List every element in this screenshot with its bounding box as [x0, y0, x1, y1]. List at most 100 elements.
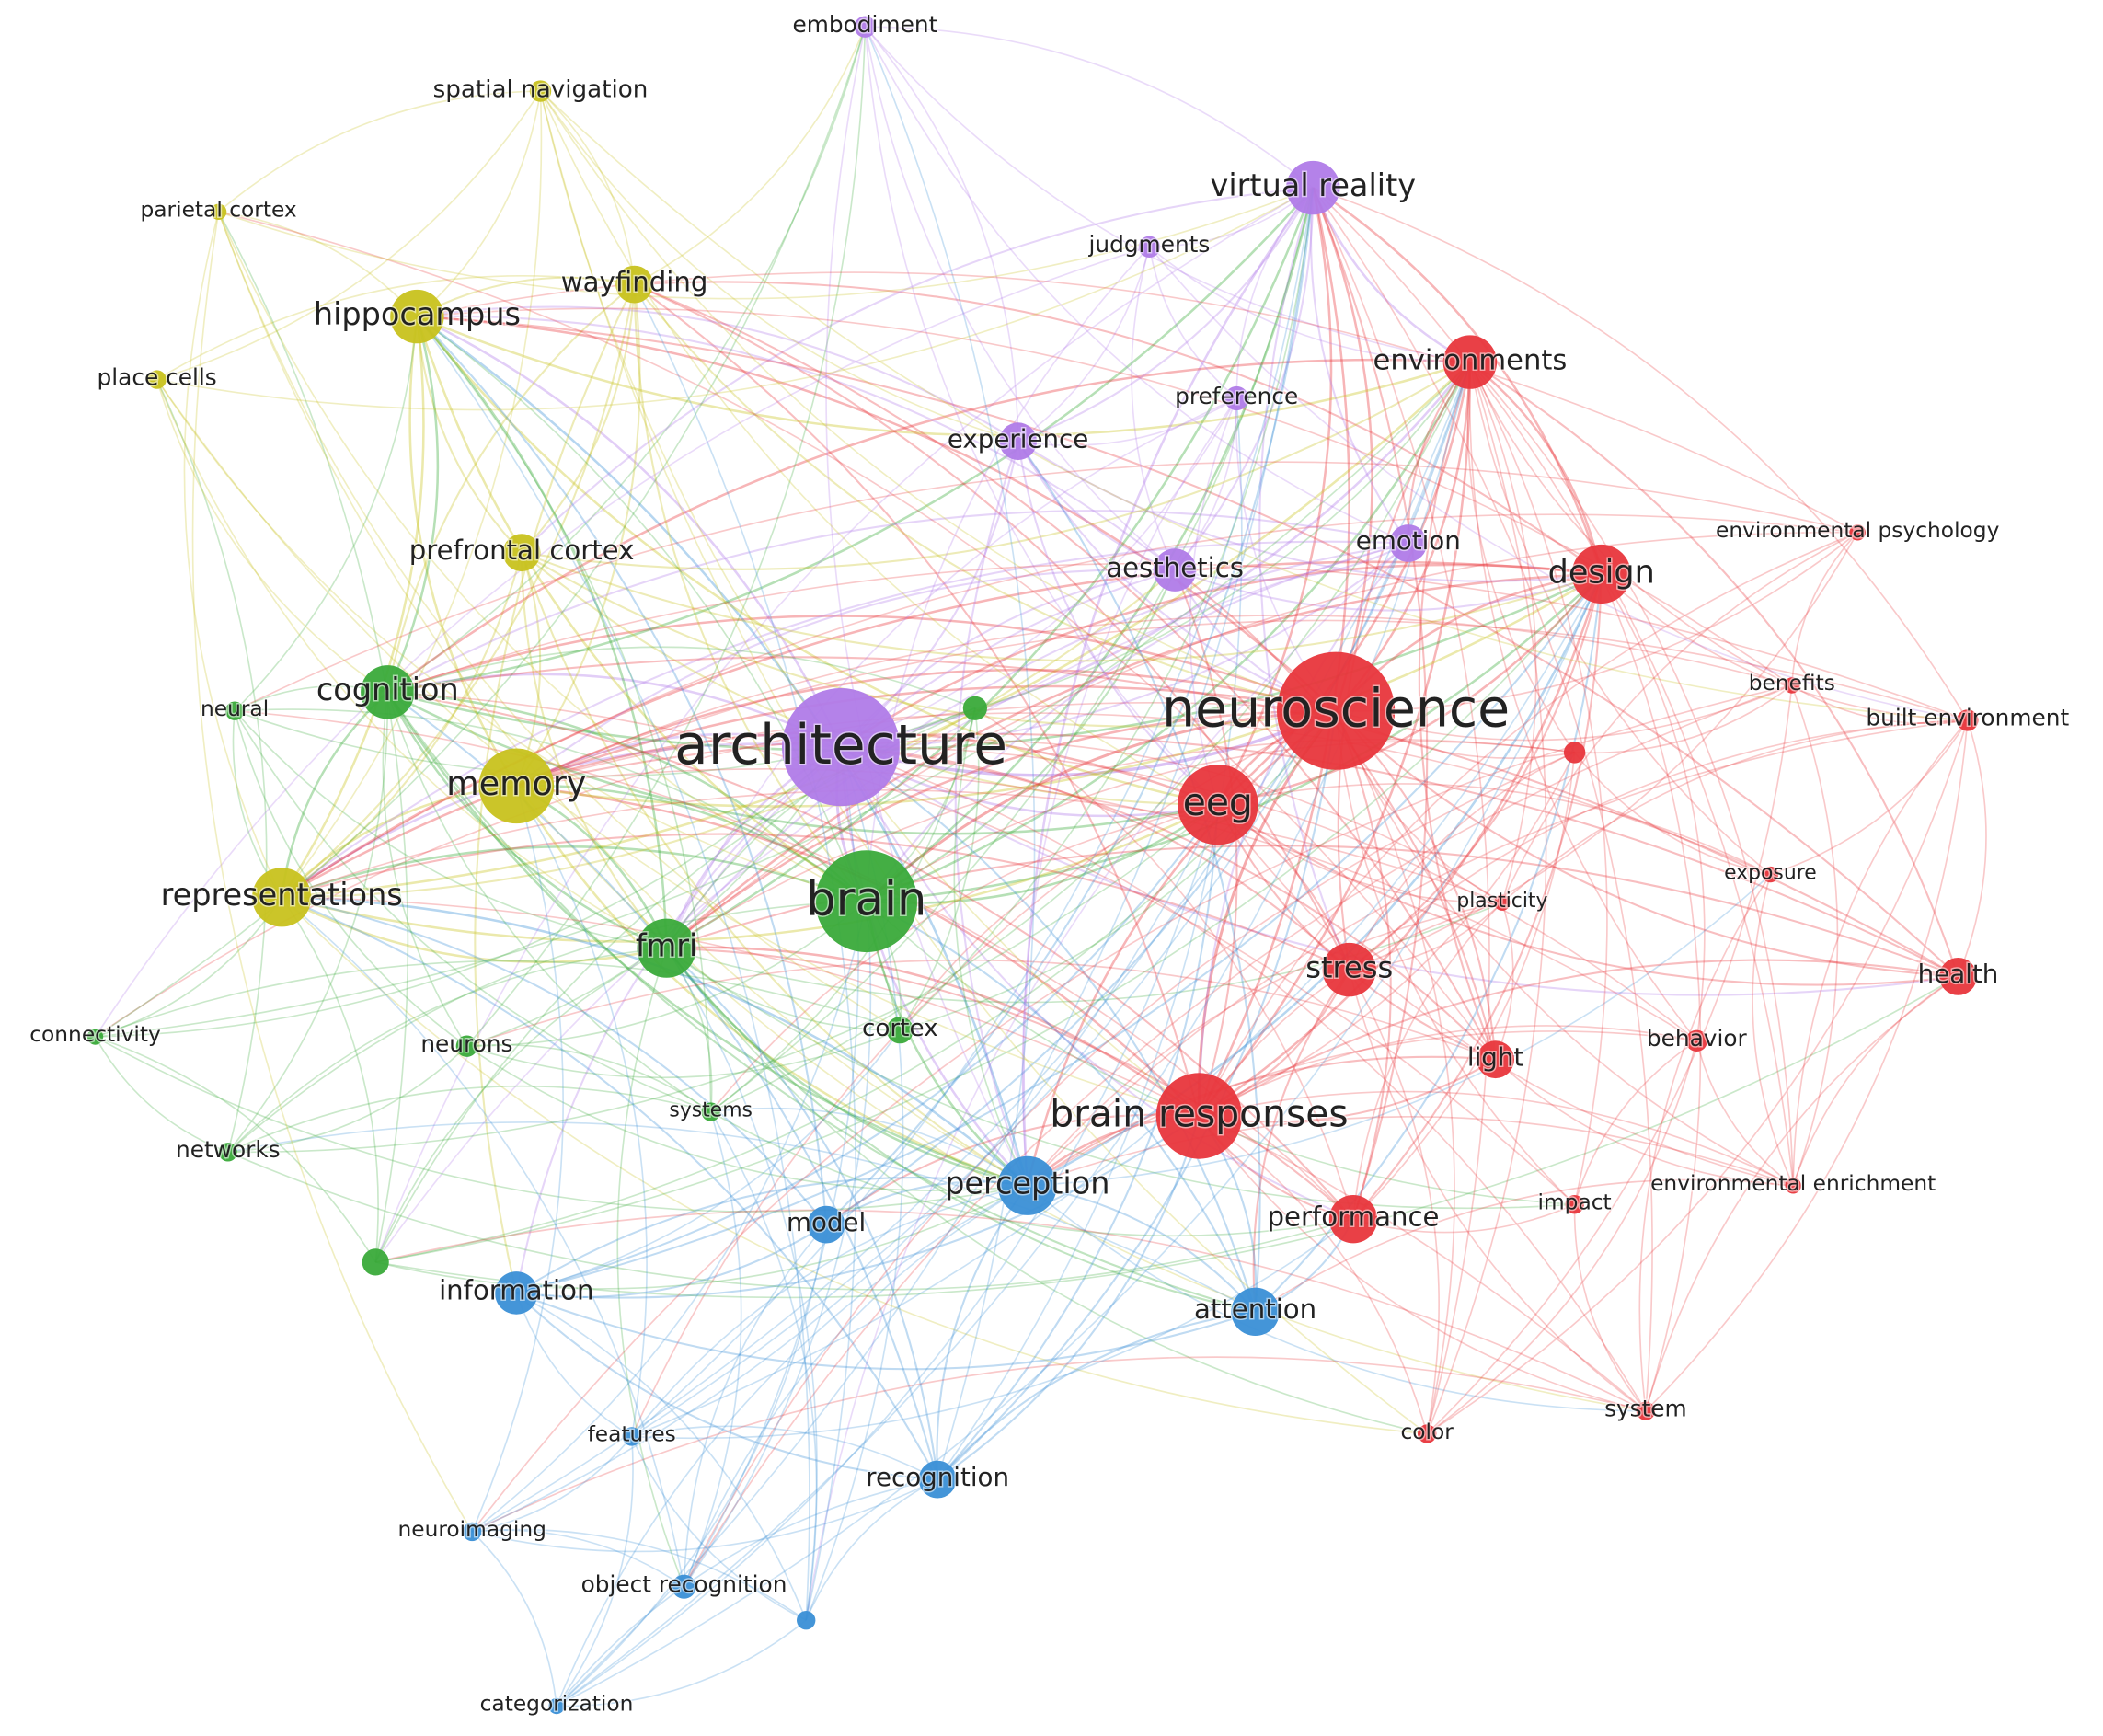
- node-memory[interactable]: [478, 748, 555, 824]
- node-hippocampus[interactable]: [390, 289, 444, 344]
- node-information[interactable]: [495, 1271, 538, 1315]
- node-virtual-reality[interactable]: [1286, 160, 1340, 215]
- node-plasticity[interactable]: [1494, 894, 1511, 911]
- node-light[interactable]: [1477, 1040, 1514, 1079]
- edge-memory-wayfinding: [515, 283, 641, 787]
- node-embodiment[interactable]: [854, 16, 877, 38]
- node-experience[interactable]: [999, 422, 1037, 461]
- node-neural[interactable]: [224, 701, 245, 720]
- node-unlabeled-red[interactable]: [1563, 742, 1586, 764]
- edge-experience-neuroscience: [1017, 441, 1337, 712]
- label-object-recognition: object recognition: [581, 1571, 787, 1598]
- node-attention[interactable]: [1231, 1287, 1280, 1337]
- edge-environmental-enrichment-virtual-reality: [1312, 187, 1795, 1186]
- edge-hippocampus-parietal-cortex: [218, 211, 419, 317]
- edge-systems-hippocampus: [416, 316, 712, 1112]
- label-prefrontal-cortex: prefrontal cortex: [409, 535, 635, 566]
- node-exposure[interactable]: [1762, 866, 1779, 883]
- node-place-cells[interactable]: [147, 370, 167, 389]
- edge-environmental-enrichment-brain-responses: [1199, 1090, 1794, 1187]
- node-spatial-navigation[interactable]: [529, 80, 552, 102]
- node-features[interactable]: [622, 1427, 641, 1446]
- node-built-environment[interactable]: [1957, 709, 1979, 731]
- edge-connectivity-environments: [95, 362, 1471, 1038]
- edge-benefits-object-recognition: [683, 684, 1793, 1588]
- edge-built-environment-stress: [1349, 719, 1968, 971]
- node-cortex[interactable]: [886, 1017, 914, 1044]
- node-prefrontal-cortex[interactable]: [502, 534, 541, 572]
- edge-neuroscience-brain-responses: [1197, 709, 1338, 1117]
- node-behavior[interactable]: [1685, 1029, 1708, 1052]
- edge-wayfinding-cognition: [386, 283, 636, 693]
- node-judgments[interactable]: [1138, 236, 1161, 258]
- node-neuroscience[interactable]: [1277, 651, 1396, 770]
- edge-recognition-embodiment: [864, 26, 1036, 1480]
- edge-unlabeled-green-a-perception: [953, 707, 1029, 1187]
- edge-place-cells-brain-responses: [155, 379, 1200, 1117]
- node-impact[interactable]: [1565, 1195, 1584, 1214]
- node-preference[interactable]: [1224, 385, 1249, 411]
- nodes-layer: [86, 16, 1979, 1715]
- node-unlabeled-green-b[interactable]: [362, 1248, 389, 1276]
- edge-benefits-memory: [515, 615, 1793, 788]
- node-neuroimaging[interactable]: [463, 1522, 482, 1542]
- label-behavior: behavior: [1647, 1025, 1748, 1052]
- node-stress[interactable]: [1322, 942, 1376, 997]
- node-benefits[interactable]: [1784, 677, 1800, 694]
- node-recognition[interactable]: [918, 1460, 957, 1499]
- edge-wayfinding-brain: [633, 284, 868, 902]
- node-fmri[interactable]: [637, 918, 696, 978]
- node-unlabeled-blue[interactable]: [797, 1611, 816, 1630]
- node-performance[interactable]: [1328, 1195, 1378, 1244]
- node-emotion[interactable]: [1389, 524, 1428, 562]
- edge-brain-eeg: [866, 803, 1219, 904]
- node-aesthetics[interactable]: [1153, 548, 1197, 592]
- label-neuroscience: neuroscience: [1162, 679, 1510, 740]
- node-unlabeled-green-a[interactable]: [962, 696, 987, 720]
- edge-environments-stress: [1337, 362, 1471, 971]
- node-representations[interactable]: [252, 868, 312, 927]
- label-experience: experience: [948, 423, 1088, 454]
- edge-attention-networks: [227, 1121, 1256, 1313]
- edge-neuroscience-impact: [1335, 710, 1576, 1205]
- edge-hippocampus-eeg: [416, 316, 1219, 806]
- edge-fmri-virtual-reality: [665, 187, 1315, 949]
- node-neurons[interactable]: [455, 1035, 478, 1057]
- node-environmental-enrichment[interactable]: [1785, 1178, 1801, 1194]
- node-system[interactable]: [1636, 1401, 1656, 1420]
- node-perception[interactable]: [997, 1155, 1057, 1215]
- node-brain-responses[interactable]: [1155, 1073, 1243, 1159]
- edge-eeg-environments: [1216, 362, 1472, 806]
- node-cognition[interactable]: [361, 665, 415, 719]
- node-environments[interactable]: [1442, 335, 1498, 389]
- node-model[interactable]: [807, 1205, 845, 1244]
- edge-brain-networks: [227, 900, 867, 1153]
- node-object-recognition[interactable]: [672, 1574, 696, 1599]
- node-architecture[interactable]: [782, 688, 901, 807]
- edge-health-brain-responses: [1198, 959, 1959, 1117]
- node-color[interactable]: [1418, 1424, 1437, 1443]
- edge-networks-eeg: [227, 804, 1219, 1154]
- node-design[interactable]: [1571, 544, 1631, 604]
- edge-unlabeled-red-brain: [866, 741, 1575, 902]
- edge-experience-virtual-reality: [1017, 187, 1315, 443]
- edge-systems-networks: [227, 1085, 711, 1154]
- node-parietal-cortex[interactable]: [210, 203, 227, 220]
- node-systems[interactable]: [701, 1102, 720, 1121]
- edge-neuroimaging-recognition: [472, 1478, 938, 1553]
- edge-judgments-environments: [1148, 246, 1470, 363]
- node-connectivity[interactable]: [86, 1029, 104, 1045]
- edge-unlabeled-blue-neuroimaging: [472, 1528, 807, 1621]
- edge-cortex-unlabeled-green-a: [899, 707, 980, 1031]
- node-eeg[interactable]: [1178, 765, 1258, 845]
- edge-neural-neurons: [234, 710, 467, 1047]
- edge-cognition-systems: [386, 692, 712, 1113]
- node-categorization[interactable]: [548, 1697, 565, 1715]
- node-wayfinding[interactable]: [615, 265, 653, 304]
- node-environmental-psychology[interactable]: [1849, 524, 1866, 541]
- node-health[interactable]: [1939, 958, 1977, 995]
- edge-information-cortex: [516, 1029, 901, 1294]
- edge-system-neuroimaging: [471, 1356, 1647, 1533]
- node-brain[interactable]: [815, 850, 918, 953]
- node-networks[interactable]: [218, 1143, 237, 1162]
